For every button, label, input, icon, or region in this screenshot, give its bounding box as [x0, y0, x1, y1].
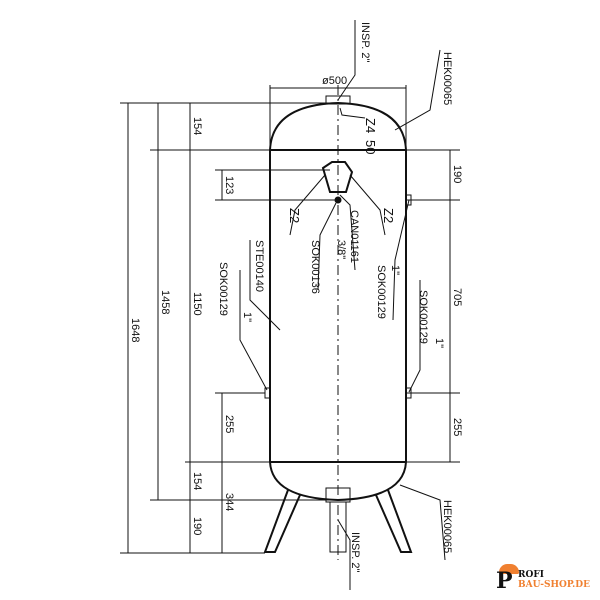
logo-line2: BAU-SHOP.DE: [518, 580, 590, 590]
weld-z2-right: Z2: [381, 208, 396, 223]
leg-left: [263, 489, 301, 553]
dim-1150: 1150: [191, 292, 203, 316]
hek-bottom-label: HEK00065: [441, 500, 453, 553]
sok136-label: SOK00136: [309, 240, 321, 294]
hek-top-label: HEK00065: [441, 52, 453, 105]
dim-1648: 1648: [129, 318, 141, 342]
profi-bau-shop-logo: P ROFI BAU-SHOP.DE: [496, 562, 596, 594]
dim-255-left: 255: [223, 415, 235, 433]
insp-top-label: INSP. 2": [359, 22, 371, 62]
dim-1458: 1458: [159, 290, 171, 314]
nameplate: [321, 161, 354, 193]
sok129-right-size: 1": [433, 338, 445, 348]
insp-bottom-label: INSP. 2": [349, 532, 361, 572]
dim-705: 705: [451, 288, 463, 306]
dim-154-bottom: 154: [191, 472, 203, 490]
sok129-rt-size: 1": [389, 265, 401, 275]
weld-z2-left: Z2: [287, 208, 302, 223]
dim-154-top: 154: [191, 117, 203, 135]
sok129-left-size: 1": [241, 312, 253, 322]
dim-123: 123: [223, 176, 235, 194]
dimension-lines: [127, 87, 451, 553]
extension-lines: [120, 85, 460, 554]
tank-top-head: [269, 101, 407, 151]
dim-255-right: 255: [451, 418, 463, 436]
sok129-left-label: SOK00129: [217, 262, 229, 316]
leg-right: [375, 489, 413, 553]
leader-lines: [239, 20, 446, 590]
top-inspection-flange: [325, 95, 351, 105]
dim-344: 344: [223, 493, 235, 511]
diameter-label: ø500: [322, 75, 347, 87]
weld-z4: Z4: [363, 118, 378, 133]
logo-line1: ROFI: [518, 570, 544, 580]
helmet-icon: [499, 564, 519, 574]
sok129-right-label: SOK00129: [417, 290, 429, 344]
weld-z4-value: 50: [363, 140, 378, 154]
can-label: CAN01161: [348, 210, 360, 263]
dim-190-right: 190: [451, 165, 463, 183]
sok136-size: 3/8": [335, 240, 347, 259]
sok129-rt-label: SOK00129: [375, 265, 387, 319]
ste-label: STE00140: [253, 240, 265, 292]
dim-190-bottom: 190: [191, 517, 203, 535]
logo-letter: P: [496, 568, 513, 594]
